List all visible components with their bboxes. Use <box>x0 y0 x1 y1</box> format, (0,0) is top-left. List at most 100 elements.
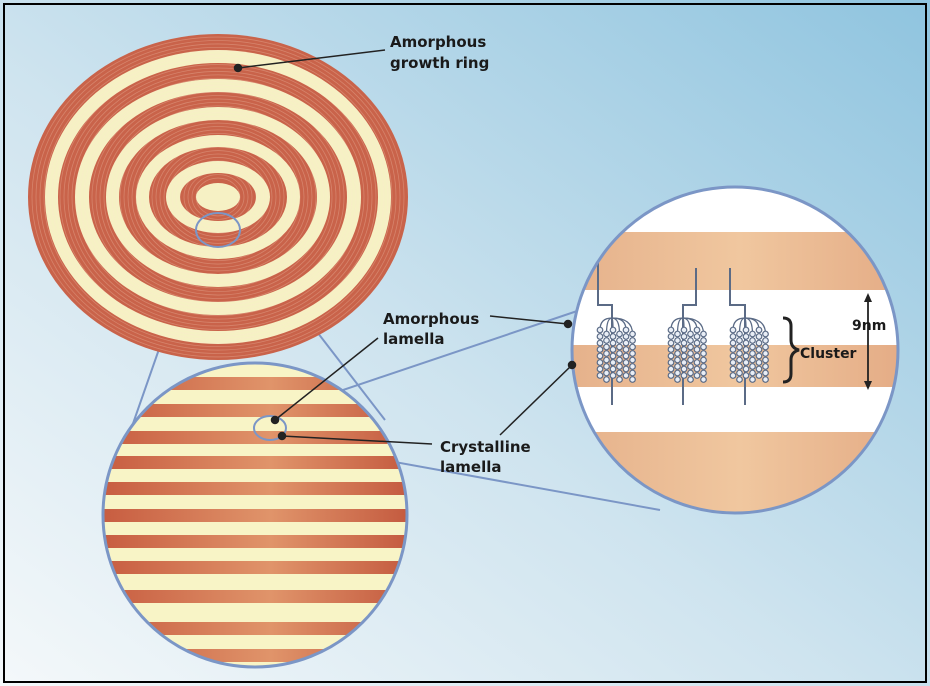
glucose-bead <box>681 360 687 366</box>
glucose-bead <box>743 373 749 379</box>
glucose-bead <box>750 351 756 357</box>
glucose-bead <box>756 360 762 366</box>
glucose-bead <box>617 344 623 350</box>
glucose-bead <box>630 338 636 344</box>
glucose-bead <box>597 373 603 379</box>
glucose-bead <box>630 364 636 370</box>
glucose-bead <box>617 357 623 363</box>
granule-ring <box>196 183 240 211</box>
glucose-bead <box>694 340 700 346</box>
glucose-bead <box>694 373 700 379</box>
glucose-bead <box>623 360 629 366</box>
glucose-bead <box>623 327 629 333</box>
glucose-bead <box>610 373 616 379</box>
glucose-bead <box>604 331 610 337</box>
glucose-bead <box>688 357 694 363</box>
glucose-bead <box>675 357 681 363</box>
glucose-bead <box>756 373 762 379</box>
glucose-bead <box>756 340 762 346</box>
glucose-bead <box>743 360 749 366</box>
glucose-bead <box>743 327 749 333</box>
glucose-bead <box>681 373 687 379</box>
glucose-bead <box>604 338 610 344</box>
glucose-bead <box>597 340 603 346</box>
glucose-bead <box>743 334 749 340</box>
glucose-bead <box>763 344 769 350</box>
glucose-bead <box>675 351 681 357</box>
glucose-bead <box>681 353 687 359</box>
glucose-bead <box>756 353 762 359</box>
glucose-bead <box>730 334 736 340</box>
glucose-bead <box>694 334 700 340</box>
glucose-bead <box>604 377 610 383</box>
glucose-bead <box>668 347 674 353</box>
glucose-bead <box>597 334 603 340</box>
glucose-bead <box>763 364 769 370</box>
glucose-bead <box>750 357 756 363</box>
glucose-bead <box>743 353 749 359</box>
glucose-bead <box>730 360 736 366</box>
glucose-bead <box>597 360 603 366</box>
glucose-bead <box>668 327 674 333</box>
glucose-bead <box>688 370 694 376</box>
glucose-bead <box>630 331 636 337</box>
glucose-bead <box>694 327 700 333</box>
glucose-bead <box>737 357 743 363</box>
glucose-bead <box>737 370 743 376</box>
glucose-bead <box>610 334 616 340</box>
glucose-bead <box>610 360 616 366</box>
label-amorphous-growth-ring-2: growth ring <box>390 54 489 72</box>
label-cluster: Cluster <box>800 346 857 362</box>
glucose-bead <box>701 344 707 350</box>
glucose-bead <box>743 366 749 372</box>
glucose-bead <box>701 364 707 370</box>
glucose-bead <box>597 353 603 359</box>
glucose-bead <box>756 334 762 340</box>
glucose-bead <box>737 338 743 344</box>
glucose-bead <box>730 347 736 353</box>
lamella-stripe <box>100 535 410 548</box>
lamella-stripe <box>100 482 410 495</box>
label-spacing: 9nm <box>852 318 886 334</box>
glucose-bead <box>617 338 623 344</box>
glucose-bead <box>688 364 694 370</box>
glucose-bead <box>623 366 629 372</box>
glucose-bead <box>694 360 700 366</box>
glucose-bead <box>737 377 743 383</box>
label-crystalline-lamella-1: Crystalline <box>440 438 531 456</box>
glucose-bead <box>630 344 636 350</box>
glucose-bead <box>610 347 616 353</box>
glucose-bead <box>617 370 623 376</box>
glucose-bead <box>688 377 694 383</box>
glucose-bead <box>737 344 743 350</box>
glucose-bead <box>701 370 707 376</box>
glucose-bead <box>668 373 674 379</box>
glucose-bead <box>730 373 736 379</box>
starch-granule-icon <box>28 34 408 360</box>
glucose-bead <box>610 353 616 359</box>
glucose-bead <box>750 370 756 376</box>
glucose-bead <box>750 331 756 337</box>
glucose-bead <box>763 377 769 383</box>
glucose-bead <box>675 331 681 337</box>
glucose-bead <box>763 357 769 363</box>
glucose-bead <box>756 327 762 333</box>
glucose-bead <box>750 344 756 350</box>
glucose-bead <box>694 353 700 359</box>
glucose-bead <box>737 331 743 337</box>
glucose-bead <box>597 327 603 333</box>
glucose-bead <box>604 370 610 376</box>
glucose-bead <box>630 351 636 357</box>
glucose-bead <box>756 366 762 372</box>
glucose-bead <box>617 377 623 383</box>
glucose-bead <box>597 347 603 353</box>
glucose-bead <box>630 357 636 363</box>
glucose-bead <box>701 338 707 344</box>
glucose-bead <box>675 377 681 383</box>
glucose-bead <box>623 373 629 379</box>
glucose-bead <box>681 366 687 372</box>
glucose-bead <box>617 331 623 337</box>
glucose-bead <box>743 347 749 353</box>
glucose-bead <box>675 338 681 344</box>
glucose-bead <box>694 366 700 372</box>
